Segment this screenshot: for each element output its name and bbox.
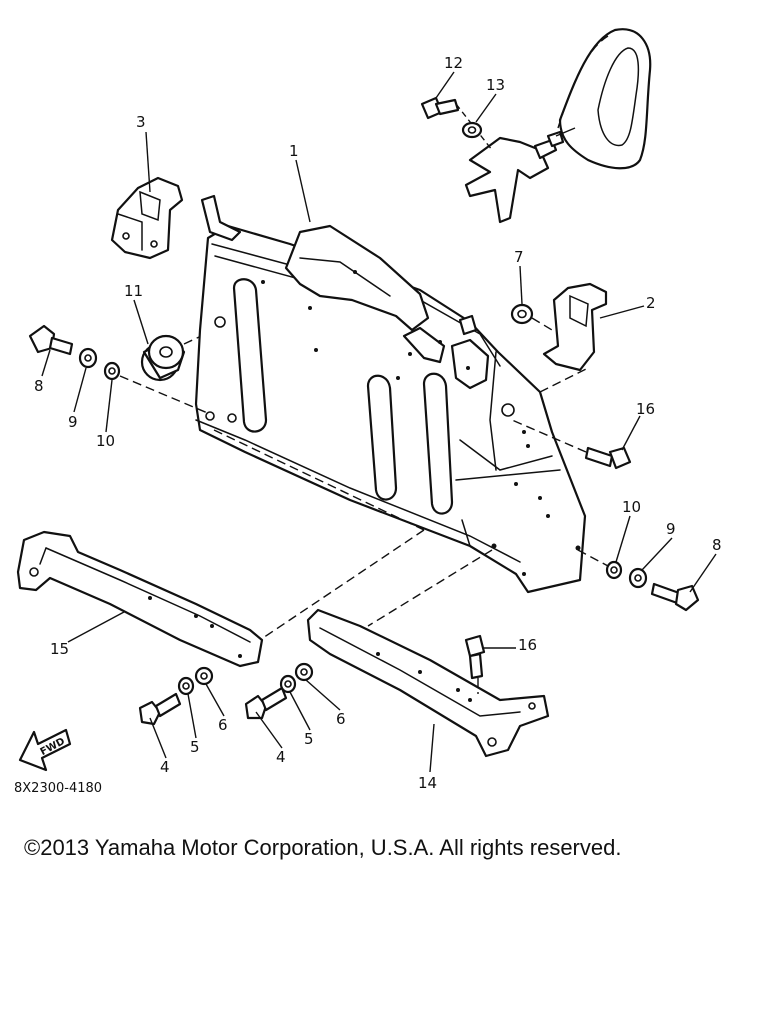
bracket-part-3 [110, 176, 184, 260]
callout-5-left: 5 [190, 738, 200, 756]
handle-bracket [464, 127, 576, 224]
callout-16-upper: 16 [636, 400, 655, 418]
callout-2: 2 [646, 294, 656, 312]
lower-fasteners [138, 662, 314, 726]
callout-7: 7 [514, 248, 524, 266]
right-fasteners [511, 419, 700, 612]
callout-8-left: 8 [34, 377, 44, 395]
callout-3: 3 [136, 113, 146, 131]
damper-part-11 [140, 329, 215, 382]
assembly-lines [213, 429, 493, 653]
callout-15: 15 [50, 640, 69, 658]
nut-part-13 [461, 121, 483, 139]
callout-6-left: 6 [218, 716, 228, 734]
callout-9-right: 9 [666, 520, 676, 538]
drawing-code: 8X2300-4180 [14, 781, 103, 796]
forward-arrow-icon: FWD [18, 728, 72, 772]
handle-grip [557, 28, 652, 170]
callout-13: 13 [486, 76, 505, 94]
callout-5-right: 5 [304, 730, 314, 748]
callout-4-left: 4 [160, 758, 170, 776]
callout-4-right: 4 [276, 748, 286, 766]
callout-14: 14 [418, 774, 437, 792]
callout-6-right: 6 [336, 710, 346, 728]
callout-12: 12 [444, 54, 463, 72]
crossmember-part-14 [306, 608, 550, 758]
main-frame-part-1 [194, 194, 587, 594]
callout-9-left: 9 [68, 413, 78, 431]
callout-16-lower: 16 [518, 636, 537, 654]
left-fasteners [28, 324, 211, 415]
bracket-part-2 [539, 282, 608, 393]
callout-1: 1 [289, 142, 299, 160]
crossmember-part-15 [16, 530, 264, 668]
callout-8-right: 8 [712, 536, 722, 554]
callout-labels: 1 2 3 4 4 5 5 6 6 7 8 8 9 9 10 10 11 12 … [34, 54, 722, 792]
callout-10-left: 10 [96, 432, 115, 450]
callout-leaders [41, 71, 717, 773]
bolt-part-12 [420, 96, 493, 151]
callout-11: 11 [124, 282, 143, 300]
exploded-parts-diagram: FWD 1 2 3 4 4 5 5 6 6 7 [16, 28, 722, 792]
latch-assembly [284, 224, 490, 390]
bolt-part-16-lower [464, 634, 486, 694]
callout-10-right: 10 [622, 498, 641, 516]
nut-part-7 [510, 303, 553, 331]
copyright-notice: ©2013 Yamaha Motor Corporation, U.S.A. A… [24, 835, 622, 860]
